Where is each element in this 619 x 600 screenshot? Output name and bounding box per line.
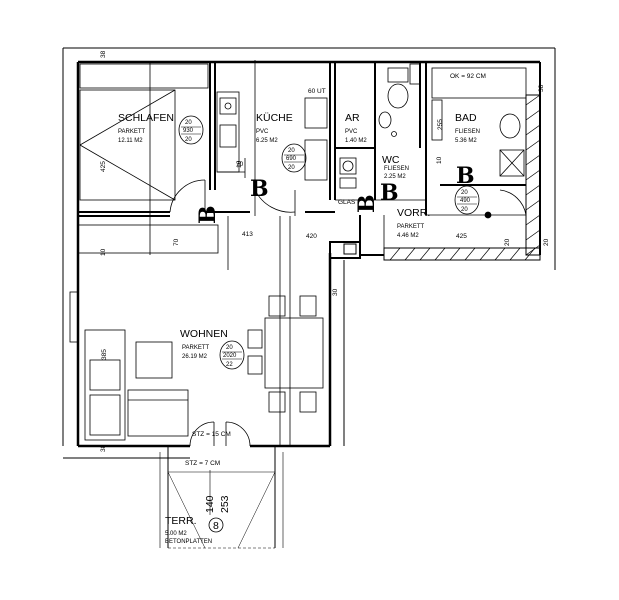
dim-413: 413 [242,231,253,238]
living-room-name: WOHNEN [180,328,228,340]
hallway-floor: PARKETT [397,224,425,230]
terrace-floor: BETONPLATTEN [165,539,212,545]
kitchen-tag-bot: 20 [288,165,295,171]
kitchen-room-tag: 20 690 20 [281,143,307,173]
living-tag-mid: 2020 [223,353,237,359]
door-symbol-b-wc: B [380,180,399,206]
living-room-tag: 20 2020 22 [219,340,245,370]
ok-height-label: OK = 92 CM [450,73,486,80]
kitchen-furniture [216,91,328,213]
living-room-floor: PARKETT [182,345,210,351]
wc-name: WC [382,154,400,166]
storage-floor: PVC [345,129,358,135]
hatched-wall-right [525,94,541,256]
living-tag-top: 20 [226,345,233,351]
door-symbol-b-kitchen: B [250,176,269,202]
bedroom-area: 12.11 M2 [118,138,143,144]
kitchen-tag-top: 20 [288,148,295,154]
door-symbol-b-bedroom: B [195,205,221,224]
dim-20-b: 20 [543,238,550,246]
wc-floor: FLIESEN [384,166,409,172]
dim-38-top-left: 38 [100,50,107,58]
dim-140: 140 [204,495,216,513]
bathroom-tag-top: 20 [461,190,468,196]
living-tag-bot: 22 [226,362,233,368]
dim-10-c: 10 [436,156,443,164]
dim-385: 385 [101,349,108,360]
wc-fixtures [378,63,421,137]
interior-walls [78,62,526,242]
living-room-furniture [69,224,324,447]
hallway-name: VORR. [397,207,430,219]
terrace-number-circle: 8 [213,520,219,532]
wc-area: 2.25 M2 [384,174,406,180]
stz-15-label: STZ = 15 CM [192,431,231,438]
dim-60-ut: 60 UT [308,88,326,95]
dim-70-sofa: 70 [173,238,180,246]
dim-38-bottom-left: 38 [100,444,107,452]
bathroom-area: 5.36 M2 [455,138,477,144]
dim-425-hallway: 425 [456,233,467,240]
bathroom-room-tag: 20 490 20 [454,185,480,215]
dim-10-a: 10 [100,248,107,256]
bathroom-name: BAD [455,112,477,124]
bathroom-tag-mid: 490 [460,198,471,204]
hallway-area: 4.46 M2 [397,233,419,239]
kitchen-area: 6.25 M2 [256,138,278,144]
bedroom-floor: PARKETT [118,129,146,135]
bedroom-name: SCHLAFEN [118,112,174,124]
bedroom-room-tag: 20 930 20 [178,115,204,145]
bedroom-tag-bot: 20 [185,137,192,143]
terrace [159,446,284,549]
stz-7-label: STZ = 7 CM [185,460,220,467]
glass-label: GLAS [338,199,356,206]
dim-255: 255 [437,119,444,130]
dim-20-a: 20 [504,238,511,246]
hatched-wall-bottom [329,241,541,261]
dim-30: 30 [332,288,339,296]
bathroom-fixtures [431,67,527,177]
door-symbol-b-storage: B [354,194,380,213]
door-symbol-b-bathroom: B [456,163,475,189]
bathroom-tag-bot: 20 [461,207,468,213]
dim-253: 253 [219,495,231,513]
entrance-door [484,189,527,219]
dim-10-b: 10 [236,160,243,168]
storage-name: AR [345,112,360,124]
storage-area: 1.40 M2 [345,138,367,144]
partition-lines [149,60,526,446]
terrace-area: 5.00 M2 [165,531,187,537]
kitchen-tag-mid: 690 [286,156,297,162]
dim-425-left: 425 [100,161,107,172]
bathroom-floor: FLIESEN [455,129,480,135]
kitchen-name: KÜCHE [256,112,293,124]
bedroom-furniture [79,63,209,213]
terrace-name: TERR. [165,515,197,527]
bedroom-tag-mid: 930 [183,128,194,134]
living-room-area: 26.19 M2 [182,354,208,360]
dim-70-kitchen: 70 [236,161,244,168]
storage-fixtures [339,157,357,189]
kitchen-floor: PVC [256,129,269,135]
dim-38-right: 38 [538,84,545,92]
dim-420: 420 [306,233,317,240]
bedroom-tag-top: 20 [185,120,192,126]
